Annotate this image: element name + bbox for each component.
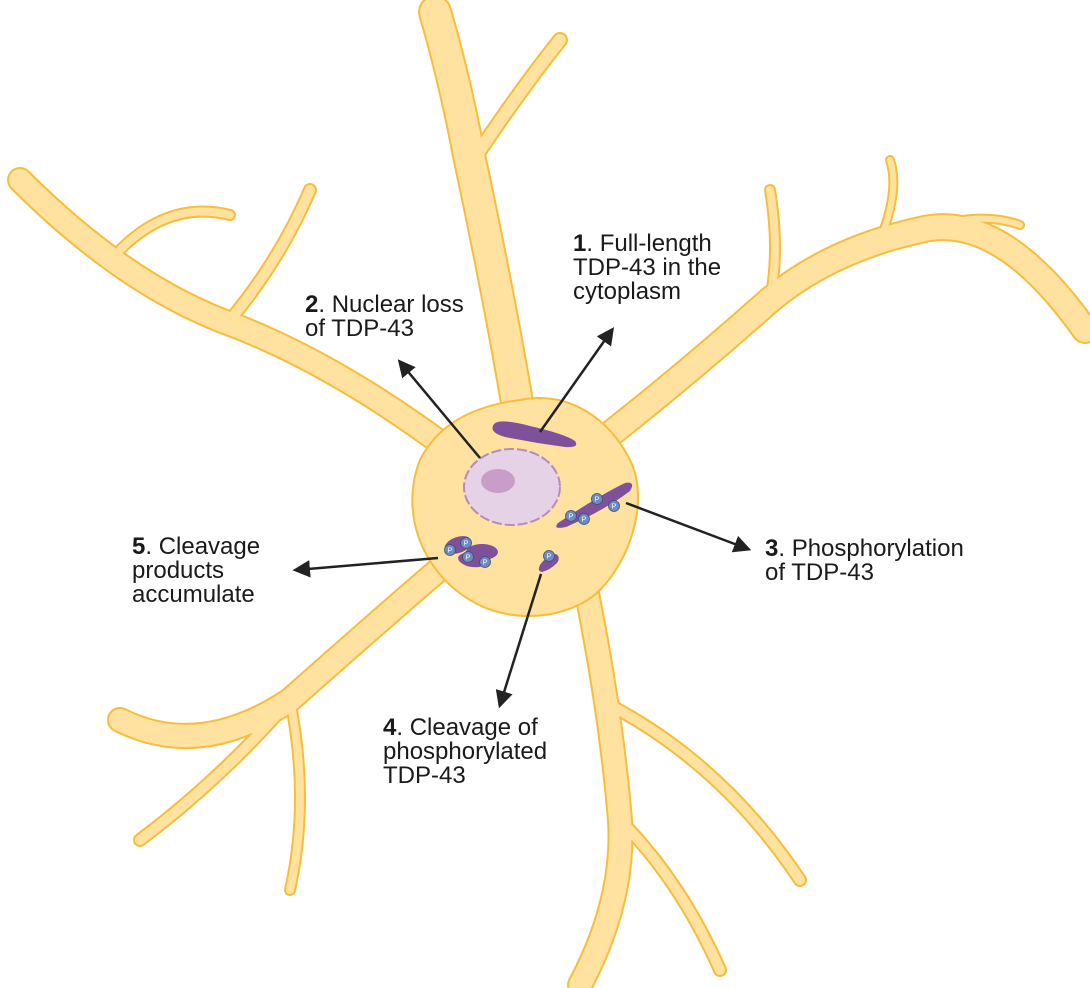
nucleus	[464, 449, 560, 525]
label-full-length-cytoplasm: 1. Full-length TDP-43 in the cytoplasm	[573, 232, 721, 304]
label-cleavage-of-phosphorylated: 4. Cleavage of phosphorylated TDP-43	[383, 716, 547, 788]
svg-text:P: P	[595, 497, 600, 504]
label-nuclear-loss: 2. Nuclear loss of TDP-43	[305, 293, 464, 341]
label-2-number: 2	[305, 291, 318, 318]
arrow-5	[296, 558, 438, 570]
svg-text:P: P	[483, 560, 488, 567]
phosphate-icon: P	[461, 538, 472, 549]
phosphate-icon: P	[609, 501, 620, 512]
svg-text:P: P	[466, 555, 471, 562]
svg-text:P: P	[464, 541, 469, 548]
label-phosphorylation: 3. Phosphorylation of TDP-43	[765, 537, 964, 585]
phosphate-icon: P	[592, 494, 603, 505]
svg-text:P: P	[448, 548, 453, 555]
nucleolus	[481, 469, 515, 493]
phosphate-icon: P	[463, 552, 474, 563]
svg-text:P: P	[547, 554, 552, 561]
svg-text:P: P	[612, 504, 617, 511]
arrow-3	[626, 503, 748, 549]
label-5-number: 5	[132, 533, 145, 560]
phosphate-icon: P	[544, 551, 555, 562]
label-cleavage-products: 5. Cleavage products accumulate	[132, 535, 260, 607]
label-1-number: 1	[573, 230, 586, 257]
phosphate-icon: P	[566, 511, 577, 522]
label-3-number: 3	[765, 535, 778, 562]
phosphate-icon: P	[480, 557, 491, 568]
svg-text:P: P	[569, 514, 574, 521]
phosphate-icon: P	[445, 545, 456, 556]
svg-text:P: P	[582, 517, 587, 524]
label-4-number: 4	[383, 714, 396, 741]
phosphate-icon: P	[579, 514, 590, 525]
